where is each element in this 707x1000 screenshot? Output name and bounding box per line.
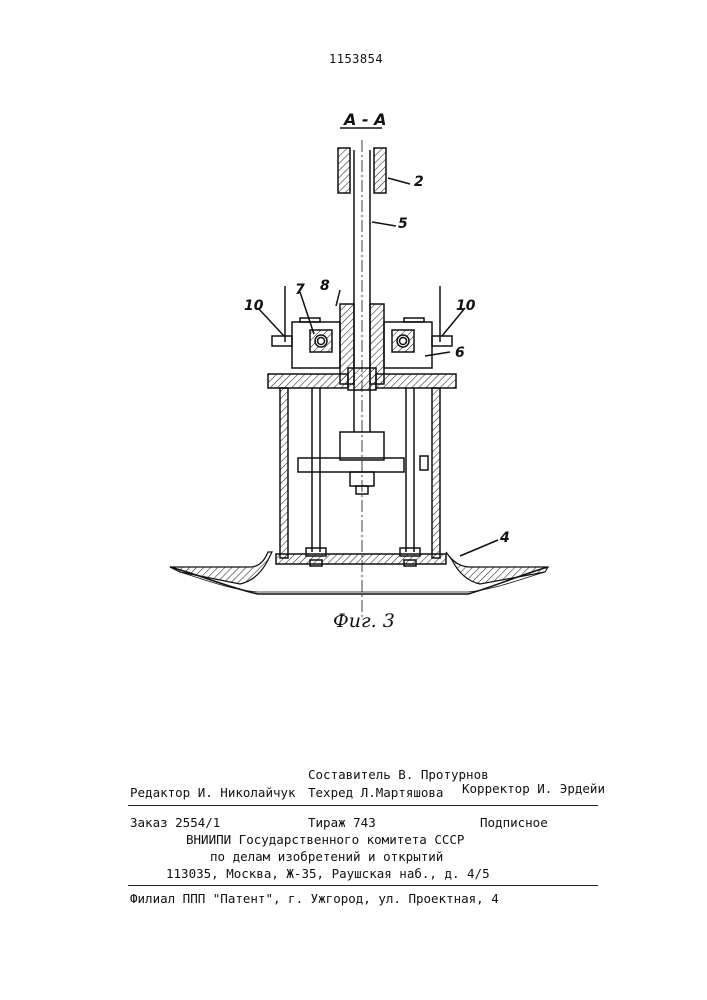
part-label-4: 4 [500,530,510,546]
corrector: Корректор И. Эрдейи [462,781,605,796]
branch: Филиал ППП "Патент", г. Ужгород, ул. Про… [130,891,499,906]
part-label-5: 5 [398,216,408,232]
part-label-6: 6 [455,345,465,361]
techred: Техред Л.Мартяшова [308,785,443,800]
order: Заказ 2554/1 [130,815,220,830]
part-label-10-right: 10 [456,298,475,314]
figure-caption: Фиг. 3 [333,610,395,632]
editor: Редактор И. Николайчук [130,785,296,800]
part-label-8: 8 [320,278,330,294]
circulation: Тираж 743 [308,815,376,830]
part-label-2: 2 [414,174,424,190]
composer: Составитель В. Протурнов [308,767,489,782]
address: 113035, Москва, Ж-35, Раушская наб., д. … [166,866,490,881]
part-label-7: 7 [295,282,305,298]
imprint-rule-top [128,805,598,806]
imprint-rule-bottom [128,885,598,886]
org-line-1: ВНИИПИ Государственного комитета СССР [186,832,464,847]
subscription: Подписное [480,815,548,830]
part-label-10-left: 10 [244,298,263,314]
org-line-2: по делам изобретений и открытий [210,849,443,864]
